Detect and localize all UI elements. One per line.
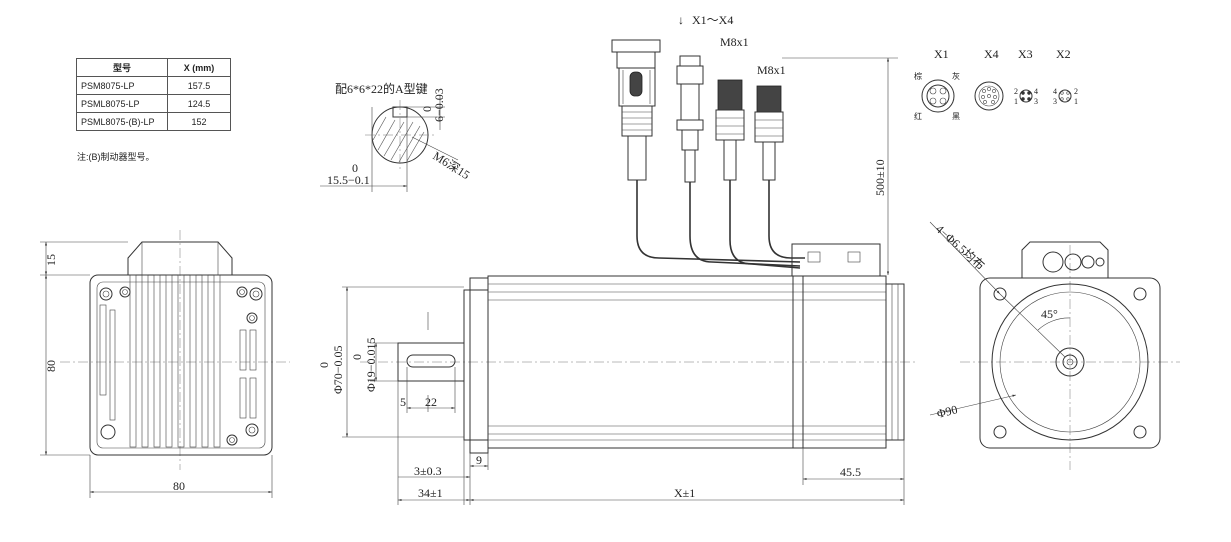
keyway-section: 配6*6*22的A型键 0 6−0.03 0 15.5−0.1 M6深15 (320, 81, 472, 192)
table-row: PSM8075-LP 157.5 (76, 76, 231, 95)
shaft-dim-zero: 0 (350, 354, 364, 360)
pcd-dim: Φ90 (935, 402, 959, 421)
mount-holes-dim: 4−Φ6.5均布 (933, 222, 987, 273)
cable-1 (636, 180, 801, 263)
encoder-connector (676, 55, 704, 183)
x1-pin-brown: 棕 (914, 71, 922, 81)
cable-2 (689, 182, 801, 267)
rear-view: 15 80 80 (40, 230, 290, 498)
m8-connector-1 (715, 79, 745, 181)
side-view: 0 Φ70−0.05 0 Φ19−0.015 5 22 9 3±0.3 34±1… (317, 243, 915, 505)
x2-pin-3: 3 (1053, 97, 1057, 106)
x2-pin-1: 1 (1074, 97, 1078, 106)
x2-pin-2: 2 (1074, 87, 1078, 96)
pilot-dim: 9 (476, 453, 482, 467)
power-connector (611, 39, 661, 181)
cable-length-dim: 500±10 (873, 159, 887, 196)
key-length-dim: 22 (425, 395, 437, 409)
table-row: PSML8075-(B)-LP 152 (76, 112, 231, 131)
cable-assembly: ↓ X1～X4 M8x1 M8x1 (611, 13, 898, 275)
connector-housing (791, 243, 881, 277)
x3-pinout: 2 4 1 3 (1014, 87, 1038, 106)
pin-title-x2: X2 (1056, 47, 1071, 61)
x2-pinout: 4 2 3 1 (1053, 87, 1078, 106)
shaft-dim: Φ19−0.015 (364, 337, 378, 392)
x1-pin-black: 黑 (952, 112, 960, 121)
table-note: 注:(B)制动器型号。 (77, 152, 155, 162)
x2-pin-4: 4 (1053, 87, 1057, 96)
m8-label-1: M8x1 (720, 35, 749, 49)
total-length-dim: X±1 (674, 486, 695, 500)
x1-pin-red: 红 (914, 111, 922, 121)
shaft-key (406, 354, 456, 368)
thread-dim: M6深15 (430, 149, 472, 182)
front-flange (979, 277, 1161, 449)
pin-title-x4: X4 (984, 47, 999, 61)
table-cell-model: PSML8075-(B)-LP (76, 112, 168, 131)
x3-pin-4: 4 (1034, 87, 1038, 96)
model-spec-table: 型号 X (mm) PSM8075-LP 157.5 PSML8075-LP 1… (76, 58, 231, 131)
connector-offset-dim: 45.5 (840, 465, 861, 479)
cable-3 (729, 180, 801, 269)
keyway-title: 配6*6*22的A型键 (335, 81, 428, 96)
x1-pin-gray: 灰 (952, 71, 960, 81)
rear-width-dim: 80 (173, 479, 185, 493)
flange-thick-dim: 3±0.3 (414, 464, 442, 478)
connector-range-label: X1～X4 (692, 13, 733, 27)
shaft-length-dim: 34±1 (418, 486, 443, 500)
keyway-depth-zero: 0 (352, 161, 358, 175)
connector-arrow-icon: ↓ (678, 13, 684, 27)
x1-pinout: 棕 灰 红 黑 (914, 71, 960, 121)
pinout-diagrams: X1 X4 X3 X2 棕 灰 红 黑 2 4 1 (914, 47, 1078, 121)
key-offset-dim: 5 (400, 395, 406, 409)
m8-label-2: M8x1 (757, 63, 786, 77)
table-header-row: 型号 X (mm) (76, 58, 231, 77)
rear-height-dim: 80 (44, 360, 58, 372)
keyway-width-zero: 0 (420, 106, 434, 112)
x3-pin-2: 2 (1014, 87, 1018, 96)
pin-title-x1: X1 (934, 47, 949, 61)
keyway-width-dim: 6−0.03 (432, 88, 446, 122)
table-cell-x: 152 (167, 112, 231, 131)
front-view: 4−Φ6.5均布 45° Φ90 (929, 221, 1180, 470)
section-hatch (372, 116, 425, 163)
flange-dim-zero: 0 (317, 362, 331, 368)
angle-dim: 45° (1041, 307, 1058, 321)
cable-4 (768, 180, 805, 259)
m8-connector-2 (754, 85, 784, 181)
x3-pin-1: 1 (1014, 97, 1018, 106)
keyway-depth-dim: 15.5−0.1 (327, 173, 370, 187)
pin-title-x3: X3 (1018, 47, 1033, 61)
cooling-fins (99, 274, 257, 448)
rear-top-dim: 15 (44, 254, 58, 266)
x4-pinout (974, 81, 1004, 111)
x3-pin-3: 3 (1034, 97, 1038, 106)
flange-dim: Φ70−0.05 (331, 345, 345, 394)
